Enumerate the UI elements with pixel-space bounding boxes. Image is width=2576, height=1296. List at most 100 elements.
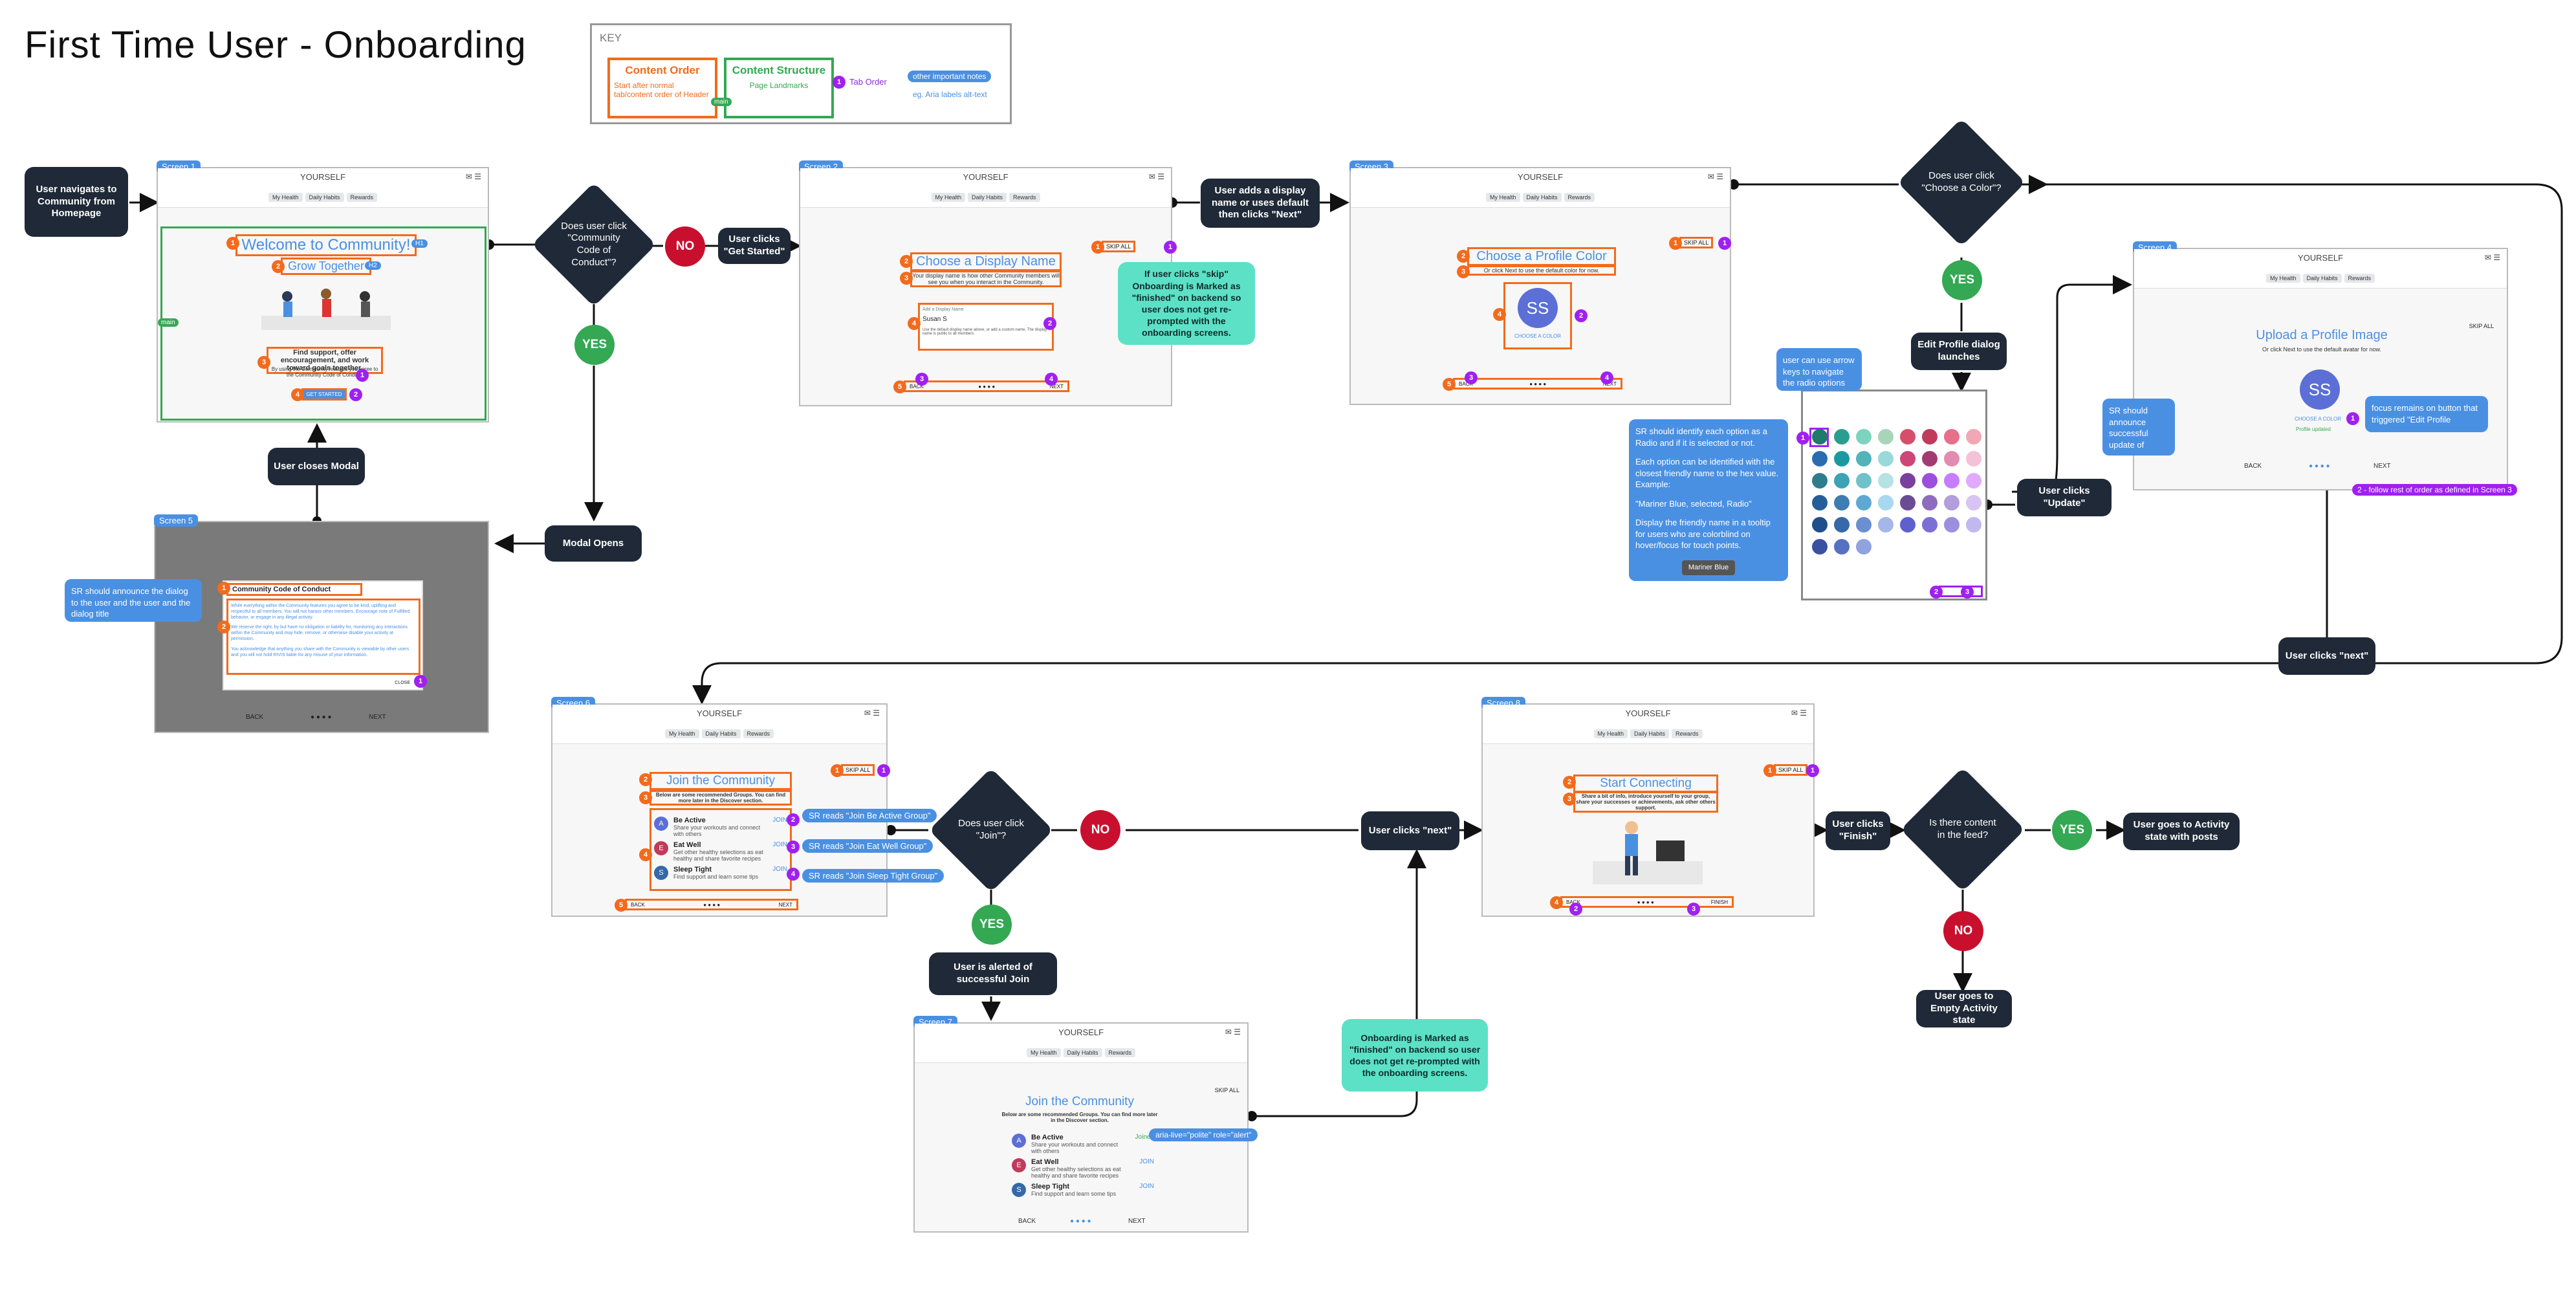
color-swatch-radio[interactable] [1922, 429, 1937, 445]
back-link[interactable]: BACK [246, 714, 264, 721]
nav-my-health[interactable]: My Health [664, 729, 699, 738]
color-swatch-radio[interactable] [1812, 429, 1828, 445]
color-swatch-grid[interactable] [1812, 429, 1981, 555]
skip-all-link[interactable]: SKIP ALL [1102, 241, 1136, 252]
nav-rewards[interactable]: Rewards [1564, 193, 1595, 202]
color-swatch-radio[interactable] [1900, 429, 1916, 445]
skip-all-link[interactable]: SKIP ALL [1774, 764, 1808, 776]
next-link[interactable]: NEXT [369, 714, 386, 721]
color-swatch-radio[interactable] [1812, 451, 1828, 467]
color-swatch-radio[interactable] [1856, 429, 1872, 445]
color-swatch-radio[interactable] [1944, 495, 1959, 511]
color-swatch-radio[interactable] [1944, 429, 1959, 445]
mail-menu-icon: ✉ ☰ [1791, 708, 1807, 718]
color-swatch-radio[interactable] [1944, 451, 1959, 467]
color-swatch-radio[interactable] [1944, 473, 1959, 489]
nav-daily-habits[interactable]: Daily Habits [967, 193, 1007, 202]
nav-rewards[interactable]: Rewards [1104, 1048, 1136, 1057]
color-swatch-radio[interactable] [1878, 451, 1894, 467]
color-swatch-radio[interactable] [1834, 429, 1850, 445]
back-link[interactable]: BACK [1566, 899, 1580, 905]
display-name-field[interactable]: Add a Display Name Susan S Use the defau… [918, 303, 1054, 351]
color-swatch-radio[interactable] [1834, 517, 1850, 533]
nav-my-health[interactable]: My Health [1026, 1048, 1061, 1057]
nav-daily-habits[interactable]: Daily Habits [1063, 1048, 1102, 1057]
join-button[interactable]: JOIN [1139, 1158, 1154, 1165]
nav-rewards[interactable]: Rewards [2344, 274, 2375, 283]
group-name: Be Active [1031, 1134, 1064, 1141]
skip-all-link[interactable]: SKIP ALL [1679, 237, 1714, 248]
nav-my-health[interactable]: My Health [931, 193, 965, 202]
join-button[interactable]: JOIN [772, 817, 787, 824]
color-swatch-radio[interactable] [1834, 495, 1850, 511]
next-link[interactable]: NEXT [2374, 463, 2391, 470]
finish-button[interactable]: FINISH [1710, 899, 1728, 905]
color-swatch-radio[interactable] [1922, 517, 1937, 533]
nav-daily-habits[interactable]: Daily Habits [2302, 274, 2342, 283]
skip-all-link[interactable]: SKIP ALL [841, 764, 875, 776]
nav-rewards[interactable]: Rewards [1009, 193, 1040, 202]
color-swatch-radio[interactable] [1878, 429, 1894, 445]
nav-daily-habits[interactable]: Daily Habits [1630, 729, 1670, 738]
join-button[interactable]: JOIN [1139, 1183, 1154, 1190]
back-link[interactable]: BACK [910, 383, 924, 390]
nav-rewards[interactable]: Rewards [1672, 729, 1703, 738]
color-swatch-radio[interactable] [1966, 451, 1981, 467]
color-swatch-radio[interactable] [1922, 473, 1937, 489]
color-swatch-radio[interactable] [1834, 473, 1850, 489]
color-swatch-radio[interactable] [1856, 473, 1872, 489]
join-button[interactable]: JOIN [772, 841, 787, 848]
color-swatch-radio[interactable] [1834, 451, 1850, 467]
next-link[interactable]: NEXT [778, 901, 792, 908]
get-started-button[interactable]: GET STARTED [301, 388, 347, 401]
color-swatch-radio[interactable] [1966, 517, 1981, 533]
color-swatch-radio[interactable] [1922, 451, 1937, 467]
color-swatch-radio[interactable] [1856, 451, 1872, 467]
color-swatch-radio[interactable] [1966, 473, 1981, 489]
nav-daily-habits[interactable]: Daily Habits [701, 729, 741, 738]
nav-my-health[interactable]: My Health [2265, 274, 2300, 283]
skip-all-link[interactable]: SKIP ALL [1214, 1087, 1239, 1093]
choose-color-link[interactable]: CHOOSE A COLOR [2295, 416, 2342, 422]
color-swatch-radio[interactable] [1966, 429, 1981, 445]
color-swatch-radio[interactable] [1900, 451, 1916, 467]
nav-daily-habits[interactable]: Daily Habits [305, 193, 344, 202]
close-button[interactable]: CLOSE [395, 681, 410, 685]
nav-rewards[interactable]: Rewards [346, 193, 378, 202]
color-swatch-radio[interactable] [1922, 495, 1937, 511]
nav-my-health[interactable]: My Health [1593, 729, 1628, 738]
color-swatch-radio[interactable] [1856, 495, 1872, 511]
color-swatch-radio[interactable] [1812, 473, 1828, 489]
color-swatch-radio[interactable] [1878, 473, 1894, 489]
skip-all-link[interactable]: SKIP ALL [2469, 323, 2494, 329]
color-swatch-radio[interactable] [1900, 517, 1916, 533]
color-swatch-radio[interactable] [1878, 495, 1894, 511]
node-modal-opens: Modal Opens [545, 525, 642, 562]
color-swatch-radio[interactable] [1856, 517, 1872, 533]
color-swatch-radio[interactable] [1812, 495, 1828, 511]
join-button[interactable]: JOIN [772, 866, 787, 873]
note-sr-radio-1: SR should identify each option as a Radi… [1635, 426, 1767, 448]
nav-my-health[interactable]: My Health [1485, 193, 1520, 202]
nav-daily-habits[interactable]: Daily Habits [1522, 193, 1562, 202]
color-swatch-radio[interactable] [1834, 539, 1850, 555]
next-link[interactable]: NEXT [1128, 1218, 1146, 1225]
color-swatch-radio[interactable] [1944, 517, 1959, 533]
color-swatch-radio[interactable] [1856, 539, 1872, 555]
tab-badge: 2 [1043, 317, 1056, 330]
color-swatch-radio[interactable] [1900, 495, 1916, 511]
choose-color-link[interactable]: CHOOSE A COLOR [1514, 333, 1562, 339]
color-swatch-radio[interactable] [1812, 517, 1828, 533]
color-swatch-radio[interactable] [1900, 473, 1916, 489]
back-link[interactable]: BACK [1459, 380, 1473, 387]
nav-my-health[interactable]: My Health [268, 193, 303, 202]
next-link[interactable]: NEXT [1049, 383, 1064, 390]
back-link[interactable]: BACK [1018, 1218, 1036, 1225]
back-link[interactable]: BACK [631, 901, 645, 908]
nav-rewards[interactable]: Rewards [743, 729, 774, 738]
color-swatch-radio[interactable] [1966, 495, 1981, 511]
color-swatch-radio[interactable] [1878, 517, 1894, 533]
color-swatch-radio[interactable] [1812, 539, 1828, 555]
tab-badge: 2 [1569, 903, 1582, 916]
back-link[interactable]: BACK [2244, 463, 2262, 470]
